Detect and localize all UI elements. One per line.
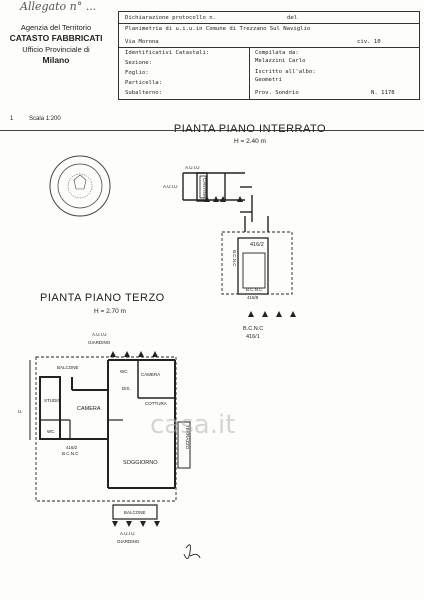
plan-description: Planimetria di u.i.u.in Comune di Trezza… <box>125 26 311 32</box>
arrow-up-icon <box>248 311 254 317</box>
label-giardino-bottom: GIARDINO <box>117 539 140 544</box>
iscritto-label: Iscritto all'albo: <box>255 69 316 75</box>
handwritten-note: Allegato n° ... <box>20 0 97 13</box>
sheet-number: 1 <box>10 116 14 122</box>
third-floor-plan <box>29 356 191 520</box>
foglio-label: Foglio: <box>125 70 149 76</box>
label-giardino-top: GIARDINO <box>88 340 111 345</box>
arrow-up-icon <box>290 311 296 317</box>
basement-plan-height: H = 2.40 m <box>234 138 266 145</box>
label-balcone-bottom: BALCONE <box>124 510 146 515</box>
label-auiu-bottom: A.U.I.U <box>120 531 135 536</box>
street: Via Morona <box>125 39 159 45</box>
label-auiu-top: A.U.I.U <box>92 332 107 337</box>
label-auiu-left: A.U.I.U <box>163 184 178 189</box>
casa-watermark: casa.it <box>150 410 236 440</box>
subalterno-label: Subalterno: <box>125 90 163 96</box>
basement-plan-title: PIANTA PIANO INTERRATO <box>173 123 327 135</box>
arrow-up-icon <box>138 351 144 357</box>
label-dis: DIS. <box>122 386 131 391</box>
compilata-label: Compilata da: <box>255 50 299 56</box>
cadastral-header: Dichiarazione protocollo n. del Planimet… <box>118 11 420 100</box>
identifiers-label: Identificativi Catastali: <box>125 50 210 56</box>
registration-number: N. 1178 <box>371 90 395 96</box>
office-line1: Agenzia del Territorio <box>20 23 92 32</box>
label-wc-top: WC <box>120 369 128 374</box>
albo-value: Geometri <box>255 77 282 83</box>
civic-number: civ. 10 <box>357 39 381 45</box>
label-u-left: U. <box>18 409 23 414</box>
third-floor-plan-height: H = 2.70 m <box>94 308 126 315</box>
particella-label: Particella: <box>125 80 163 86</box>
label-bcnc-vertical: B.C.N.C <box>232 250 237 267</box>
basement-plan <box>182 172 293 295</box>
arrow-down-icon <box>126 521 132 527</box>
office-block: Agenzia del Territorio CATASTO FABBRICAT… <box>0 22 112 66</box>
label-auiu-top: A.U.I.U <box>185 165 200 170</box>
label-bcnc: B.C.N.C <box>62 451 79 456</box>
label-soggiorno: SOGGIORNO <box>123 460 158 466</box>
arrow-up-icon <box>220 196 226 202</box>
label-studio: STUDIO <box>44 398 62 403</box>
arrow-down-icon <box>140 521 146 527</box>
arrow-down-icon <box>154 521 160 527</box>
arrow-up-icon <box>276 311 282 317</box>
arrow-up-icon <box>124 351 130 357</box>
label-wc: WC <box>47 429 55 434</box>
label-416-8: 416/8 <box>247 295 259 300</box>
stamp-seal <box>49 155 111 217</box>
label-cantina: CANTINA <box>202 178 207 198</box>
label-416-1: 416/1 <box>246 334 260 340</box>
province: Prov. Sondrio <box>255 90 299 96</box>
label-416-2: 416/2 <box>66 445 78 450</box>
arrow-down-icon <box>112 521 118 527</box>
third-floor-plan-title: PIANTA PIANO TERZO <box>40 292 165 304</box>
label-camera: CAMERA <box>77 406 101 412</box>
arrow-up-icon <box>213 196 219 202</box>
office-line4: Milano <box>42 55 70 65</box>
declaration: Dichiarazione protocollo n. <box>125 15 216 21</box>
label-cottura: COTTURA <box>145 401 167 406</box>
del-label: del <box>287 15 298 21</box>
office-line2: CATASTO FABBRICATI <box>9 33 103 43</box>
arrow-up-icon <box>152 351 158 357</box>
arrow-up-icon <box>237 196 243 202</box>
label-terrazzo: TERRAZZO <box>185 425 190 450</box>
label-camera-top: CAMERA <box>141 372 160 377</box>
arrow-up-icon <box>204 196 210 202</box>
arrow-up-icon <box>262 311 268 317</box>
arrow-up-icon <box>110 351 116 357</box>
scale-row: 1 Scala 1:200 <box>10 116 75 122</box>
label-416-2: 416/2 <box>250 242 264 248</box>
scale-text: Scala 1:200 <box>29 116 61 122</box>
label-balcone-top: BALCONE <box>57 365 79 370</box>
signature-mark <box>183 544 201 559</box>
office-line3: Ufficio Provinciale di <box>22 45 90 54</box>
label-bcnc-box: B.C.N.C <box>246 287 263 292</box>
compiler-name: Melazzini Carlo <box>255 58 306 64</box>
sezione-label: Sezione: <box>125 60 152 66</box>
label-bcnc-bottom: B.C.N.C <box>243 326 263 332</box>
